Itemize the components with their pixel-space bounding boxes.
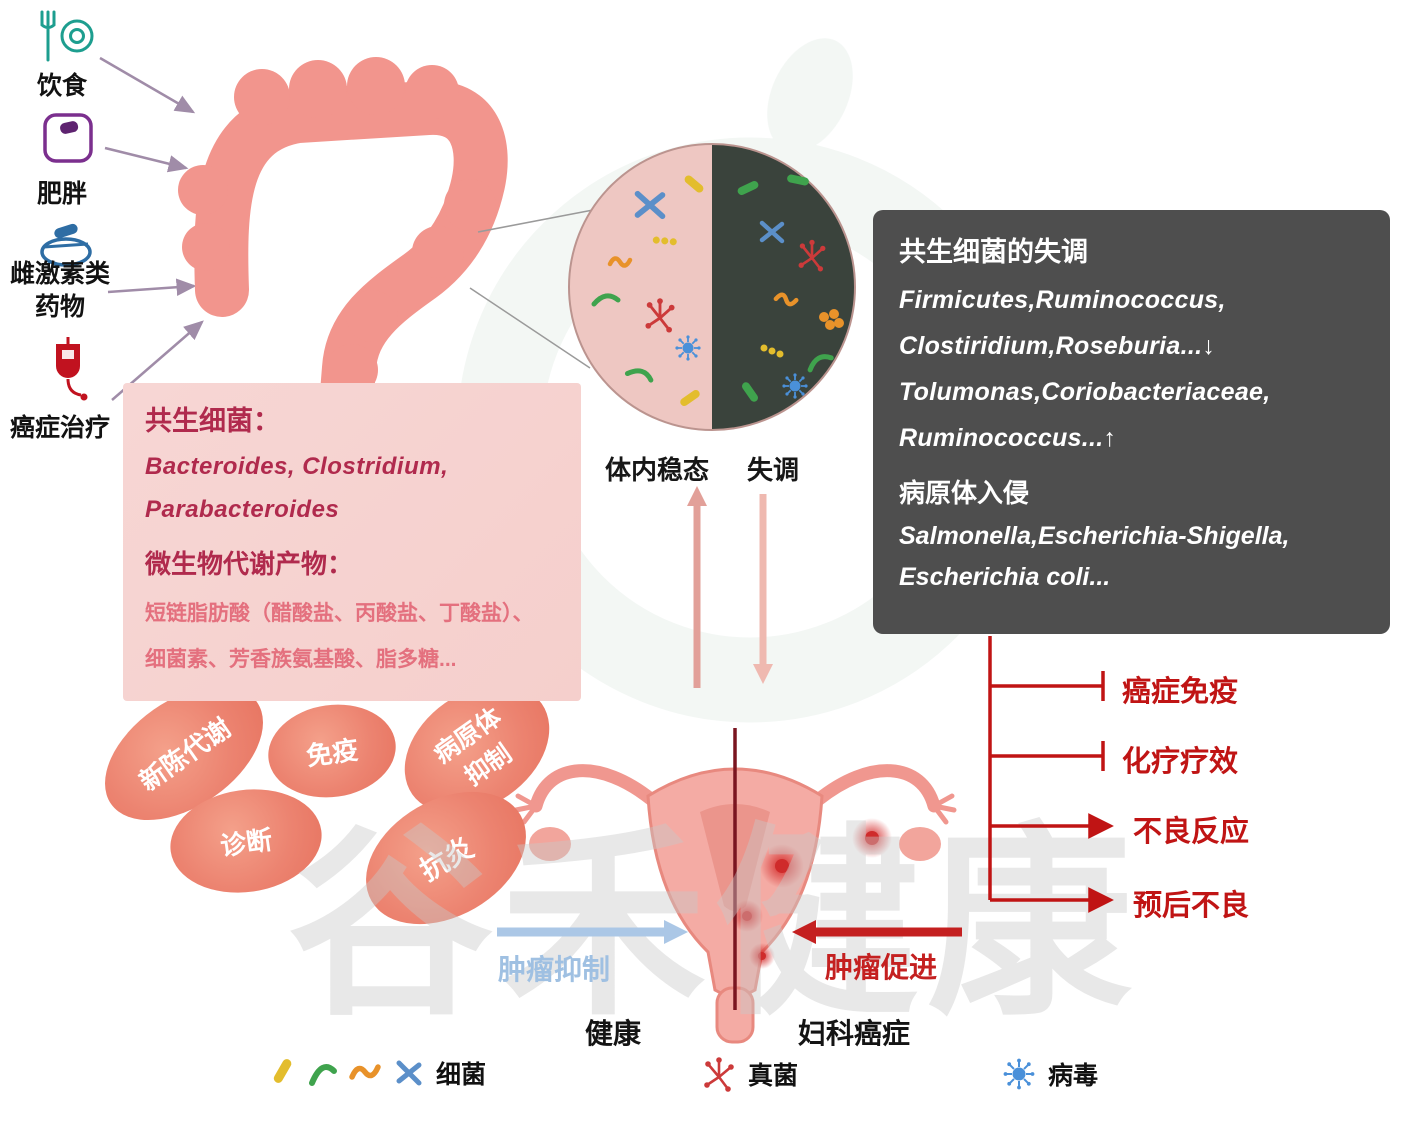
- metabolites-title: 微生物代谢产物：: [145, 549, 354, 579]
- metabolites-line-1: 短链脂肪酸（醋酸盐、丙酸盐、丁酸盐）、: [145, 602, 534, 625]
- risk-factor-label-estrogen: 雌激素类药物: [9, 260, 110, 321]
- legend-label-fungus: 真菌: [748, 1062, 799, 1090]
- fungus-icon: [704, 1057, 734, 1092]
- bacteria-curved-green-icon: [309, 1064, 337, 1086]
- uterus-illustration: [513, 728, 957, 1044]
- risk-factor-label-cancer-treatment: 癌症治疗: [9, 414, 110, 442]
- risk-factor-label-obesity: 肥胖: [36, 180, 87, 208]
- commensal-bacteria-box: 共生细菌： Bacteroides, Clostridium, Parabact…: [123, 383, 581, 701]
- outcome-label-cancer-immunity: 癌症免疫: [1122, 676, 1239, 708]
- bacteria-rod-yellow-icon: [273, 1059, 292, 1083]
- legend-virus: 病毒: [1000, 1055, 1098, 1093]
- metabolites-line-2: 细菌素、芳香族氨基酸、脂多糖...: [145, 648, 457, 671]
- gynecologic-cancer-label: 妇科癌症: [798, 1018, 911, 1049]
- dysbiosis-line-3: Tolumonas,Coriobacteriaceae,: [899, 378, 1271, 406]
- microbiota-circle: [568, 143, 856, 431]
- commensal-title: 共生细菌：: [145, 406, 280, 436]
- commensal-bacteria-line-2: Parabacteroides: [145, 496, 340, 523]
- legend-label-virus: 病毒: [1048, 1062, 1099, 1090]
- dysbiosis-label: 失调: [746, 455, 799, 485]
- zoom-lines: [469, 209, 594, 369]
- legend-fungus: 真菌: [700, 1055, 798, 1093]
- outcome-label-adverse-reactions: 不良反应: [1133, 816, 1250, 848]
- dysbiosis-box: 共生细菌的失调 Firmicutes,Ruminococcus, Clostir…: [873, 210, 1390, 634]
- arrowhead-adverse-reactions: [1088, 813, 1114, 839]
- dysbiosis-down-arrow: [753, 494, 773, 684]
- homeostasis-label: 体内稳态: [604, 455, 709, 485]
- diet-icon: [40, 10, 94, 62]
- obesity-scale-icon: [43, 113, 93, 163]
- legend-label-bacteria: 细菌: [436, 1061, 487, 1089]
- commensal-bacteria-line-1: Bacteroides, Clostridium,: [145, 453, 449, 480]
- dysbiosis-line-1: Firmicutes,Ruminococcus,: [899, 286, 1226, 314]
- estrogen-drug-icon: [40, 223, 92, 267]
- tumor-promotion-arrow: [792, 920, 962, 944]
- outcome-connectors: [988, 636, 1114, 913]
- outcome-label-chemo-efficacy: 化疗疗效: [1122, 746, 1239, 778]
- dysbiosis-line-2: Clostiridium,Roseburia...↓: [899, 332, 1216, 360]
- dysbiosis-title: 共生细菌的失调: [899, 237, 1088, 267]
- bacteria-cross-blue-icon: [396, 1060, 422, 1086]
- pathogen-invasion-title: 病原体入侵: [899, 478, 1030, 508]
- tumor-promotion-label: 肿瘤促进: [825, 952, 938, 983]
- iv-drip-icon: [56, 337, 88, 401]
- bacteria-squiggle-orange-icon: [349, 1064, 381, 1080]
- tumor-suppression-arrow: [497, 920, 688, 944]
- tumor-spots: [731, 818, 892, 969]
- outcome-label-poor-prognosis: 预后不良: [1133, 890, 1250, 922]
- legend-bacteria: 细菌: [268, 1055, 486, 1091]
- risk-factor-label-diet: 饮食: [36, 72, 87, 100]
- tumor-suppression-label: 肿瘤抑制: [498, 954, 611, 985]
- dysbiosis-line-4: Ruminococcus...↑: [899, 424, 1117, 452]
- pathogen-line-1: Salmonella,Escherichia-Shigella,: [899, 522, 1290, 550]
- healthy-label: 健康: [585, 1018, 642, 1049]
- healthy-half: [569, 144, 712, 430]
- homeostasis-up-arrow: [687, 486, 707, 688]
- arrowhead-poor-prognosis: [1088, 887, 1114, 913]
- virus-icon: [1003, 1058, 1035, 1090]
- pathogen-line-2: Escherichia coli...: [899, 563, 1111, 591]
